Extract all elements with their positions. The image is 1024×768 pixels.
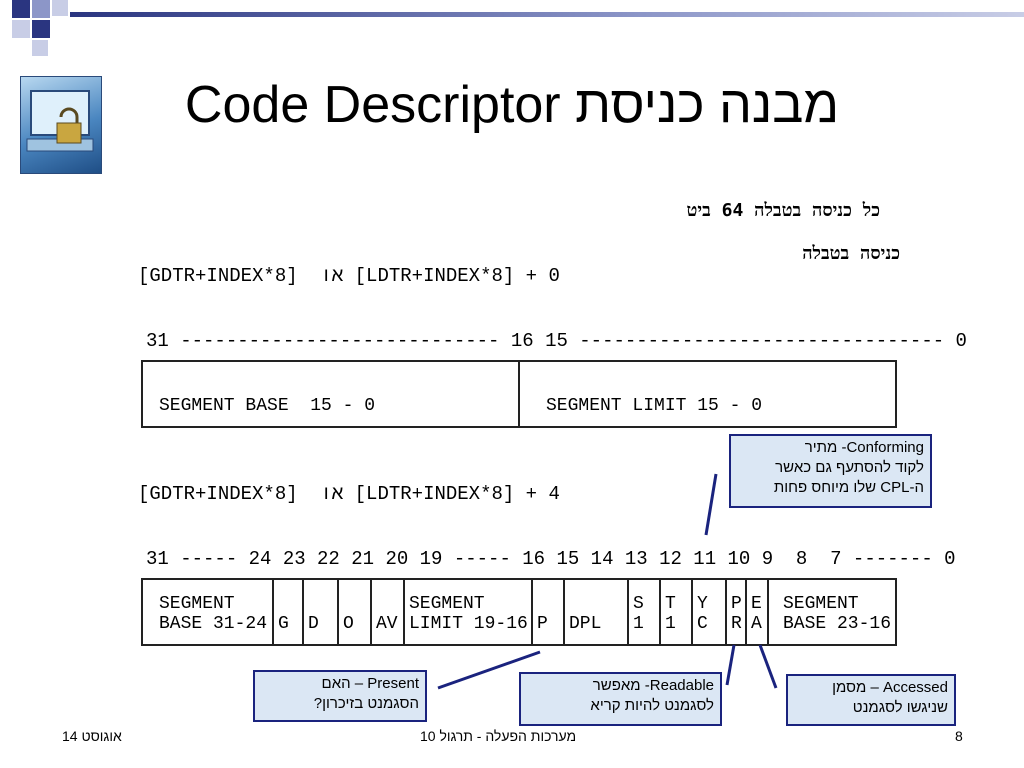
deco-square <box>52 0 68 16</box>
deco-square <box>12 0 30 18</box>
callout-accessed: Accessed – מסמן שניגשו לסגמנט <box>786 674 956 726</box>
note-entry-size: כל כניסה בטבלה 64 ביט <box>686 200 880 221</box>
deco-square <box>32 0 50 18</box>
deco-square <box>12 20 30 38</box>
connector-accessed <box>758 644 778 689</box>
field-o: O <box>339 580 372 644</box>
field-av: AV <box>372 580 405 644</box>
field-dpl: DPL <box>565 580 629 644</box>
field-base-23-16: SEGMENT BASE 23-16 <box>783 594 892 634</box>
callout-present: Present – האם הסגמנט בזיכרון? <box>253 670 427 722</box>
deco-square <box>32 20 50 38</box>
lock-monitor-icon <box>20 76 102 174</box>
connector-readable <box>725 644 736 686</box>
footer-date: 14 אוגוסט <box>62 728 122 744</box>
field-a: E A <box>747 580 769 644</box>
footer-page-number: 8 <box>955 728 963 744</box>
row0-bit-ruler: 31 ---------------------------- 16 15 --… <box>146 330 967 352</box>
deco-square <box>32 40 48 56</box>
field-segment-base: SEGMENT BASE 15 - 0 <box>143 362 520 426</box>
connector-present <box>437 650 541 690</box>
row0-descriptor: SEGMENT BASE 15 - 0 SEGMENT LIMIT 15 - 0 <box>141 360 897 428</box>
connector-conforming <box>704 473 718 536</box>
page-title: Code Descriptor מבנה כניסת <box>184 76 840 134</box>
field-g: G <box>274 580 304 644</box>
callout-conforming: Conforming- מתיר לקוד להסתעף גם כאשר ה-C… <box>729 434 932 508</box>
field-p: P <box>533 580 565 644</box>
field-c: Y C <box>693 580 727 644</box>
row4-address: [GDTR+INDEX*8] או [LDTR+INDEX*8] + 4 <box>138 483 560 505</box>
field-r: P R <box>727 580 747 644</box>
field-t: T 1 <box>661 580 693 644</box>
field-d: D <box>304 580 339 644</box>
field-s: S 1 <box>629 580 661 644</box>
row4-descriptor: SEGMENT BASE 31-24 G D O AV SEGMENT LIMI… <box>141 578 897 646</box>
field-limit-19-16: SEGMENT LIMIT 19-16 <box>405 580 533 644</box>
field-base-31-24: SEGMENT BASE 31-24 <box>143 580 274 644</box>
callout-readable: Readable- מאפשר לסגמנט להיות קריא <box>519 672 722 726</box>
footer-course: מערכות הפעלה - תרגול 10 <box>420 728 577 744</box>
note-entry: כניסה בטבלה <box>802 243 900 264</box>
row0-address: [GDTR+INDEX*8] או [LDTR+INDEX*8] + 0 <box>138 265 560 287</box>
header-rule <box>70 12 1024 17</box>
field-segment-limit: SEGMENT LIMIT 15 - 0 <box>546 396 763 416</box>
row4-bit-ruler: 31 ----- 24 23 22 21 20 19 ----- 16 15 1… <box>146 548 956 570</box>
